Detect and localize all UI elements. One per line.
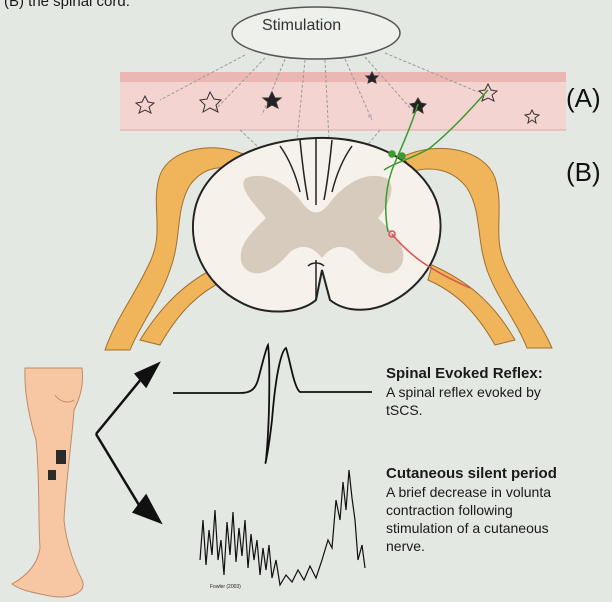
csp-line-3: stimulation of a cutaneous [386, 519, 551, 537]
leg-illustration [12, 368, 83, 597]
label-a: (A) [566, 83, 601, 114]
electrode-upper [56, 450, 66, 464]
cutaneous-silent-period-description: A brief decrease in volunta contraction … [386, 483, 551, 555]
response-arrows [96, 364, 160, 522]
label-b: (B) [566, 157, 601, 188]
ser-line-1: A spinal reflex evoked by [386, 383, 541, 401]
csp-line-4: nerve. [386, 537, 551, 555]
evoked-reflex-trace [173, 345, 372, 463]
spinal-evoked-reflex-title: Spinal Evoked Reflex: [386, 365, 543, 382]
spinal-evoked-reflex-description: A spinal reflex evoked by tSCS. [386, 383, 541, 419]
csp-line-2: contraction following [386, 501, 551, 519]
csp-line-1: A brief decrease in volunta [386, 483, 551, 501]
ser-line-2: tSCS. [386, 401, 541, 419]
caption-fragment: (B) the spinal cord. [4, 0, 130, 10]
electrode-lower [48, 470, 56, 480]
figure-credit: Fowler (2003) [210, 584, 241, 590]
cutaneous-silent-period-title: Cutaneous silent period [386, 465, 557, 482]
skin-layer [120, 72, 566, 130]
stimulation-label: Stimulation [262, 17, 341, 35]
silent-period-trace [200, 470, 365, 585]
